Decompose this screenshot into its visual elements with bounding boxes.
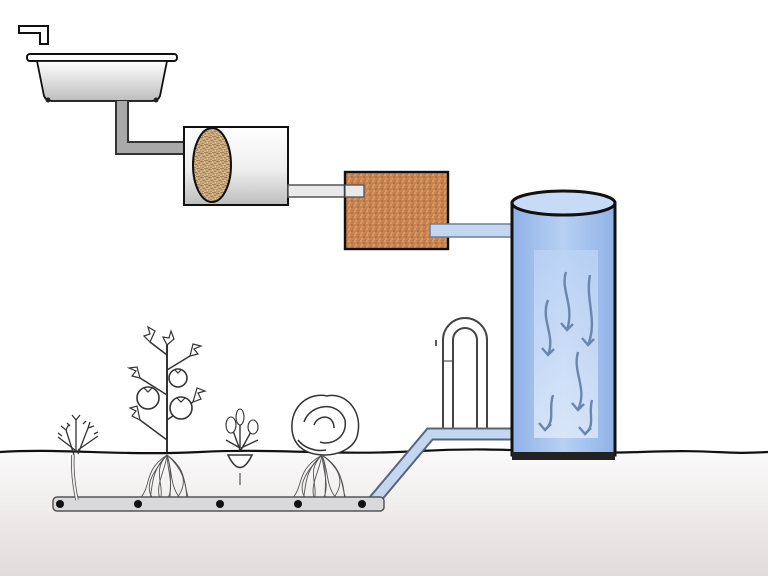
root-strand: [313, 454, 323, 498]
ground-line: [0, 448, 768, 455]
flow-arrow: [563, 271, 571, 331]
flow-arrow-head: [541, 347, 555, 357]
overflow-vent-icon: [435, 317, 488, 430]
root-strand: [158, 454, 168, 498]
flow-arrow: [544, 299, 552, 356]
flow-arrow: [586, 274, 594, 346]
drip-emitter: [56, 500, 64, 508]
faucet-icon: [18, 25, 49, 45]
flow-arrow-head: [578, 426, 592, 436]
root-strand: [312, 454, 323, 498]
flow-arrow-head: [581, 337, 595, 347]
flow-arrow-head: [560, 322, 574, 332]
drip-emitter: [216, 500, 224, 508]
root-strand: [166, 454, 172, 498]
tomato-icon: [126, 325, 207, 452]
flow-arrow-head: [538, 422, 552, 432]
plants-group: [57, 325, 360, 501]
flow-arrows: [538, 271, 595, 436]
root-strand: [321, 454, 327, 498]
root-strand: [158, 454, 168, 498]
flow-arrow: [575, 351, 583, 411]
drip-emitter: [358, 500, 366, 508]
drain-pipe: [115, 101, 197, 155]
root-strand: [166, 454, 180, 498]
pipe-to-tank: [429, 223, 525, 238]
drip-line-icon: [52, 496, 385, 512]
root-strand: [321, 454, 336, 498]
root-strand: [166, 454, 188, 498]
storage-tank-icon: [510, 189, 617, 460]
flow-arrow-head: [571, 402, 585, 412]
radish-icon: [225, 408, 259, 485]
root-strand: [140, 454, 168, 498]
drip-emitter: [294, 500, 302, 508]
coarse-filter-icon: [183, 126, 289, 206]
drip-emitter: [134, 500, 142, 508]
soil-area: [0, 449, 768, 576]
cabbage-icon: [291, 394, 360, 456]
basin-icon: [26, 53, 178, 103]
outlet-pipe: [367, 427, 520, 508]
root-strand: [321, 454, 345, 498]
carrot-icon: [57, 414, 99, 501]
root-strand: [293, 454, 323, 498]
roots: [140, 454, 346, 498]
